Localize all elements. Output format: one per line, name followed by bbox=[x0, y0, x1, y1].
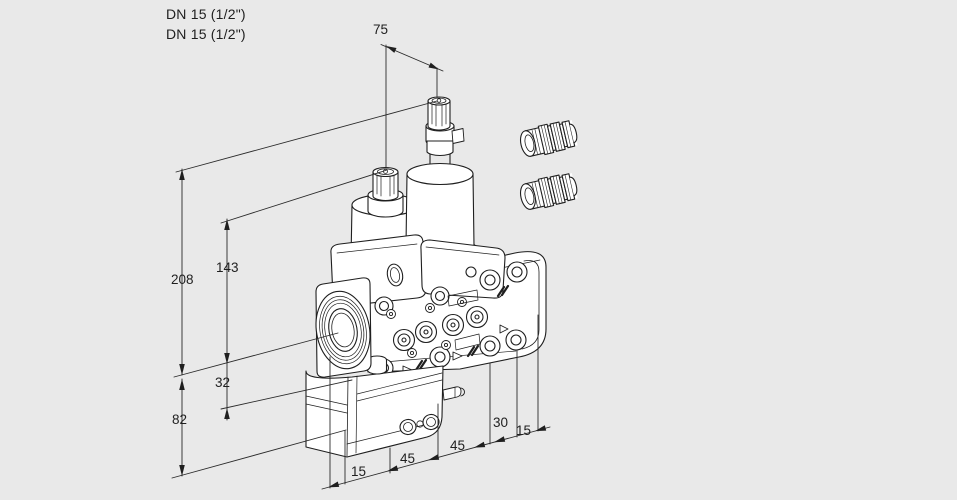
inlet-flange bbox=[310, 278, 376, 377]
dim-30-label: 30 bbox=[493, 415, 509, 430]
dimension-arrowheads bbox=[179, 46, 547, 488]
dim-15-right-label: 15 bbox=[516, 423, 532, 438]
dim-32-label: 32 bbox=[215, 375, 231, 390]
dim-15-left-label: 15 bbox=[351, 464, 367, 479]
cable-gland-top bbox=[518, 120, 578, 159]
valve-seat-screws bbox=[394, 307, 488, 351]
test-points bbox=[387, 290, 481, 358]
dim-75-label: 75 bbox=[373, 22, 389, 37]
dn-label-1: DN 15 (1/2") bbox=[166, 6, 246, 22]
dimension-lines bbox=[172, 45, 550, 490]
dn-label-2: DN 15 (1/2") bbox=[166, 26, 246, 42]
dim-143-label: 143 bbox=[216, 260, 239, 275]
cable-gland-bottom bbox=[518, 173, 578, 212]
lightning-marks bbox=[416, 286, 508, 370]
dim-82-label: 82 bbox=[172, 412, 188, 427]
dim-208-label: 208 bbox=[171, 272, 194, 287]
dim-45-b-label: 45 bbox=[450, 438, 466, 453]
dim-45-a-label: 45 bbox=[400, 451, 416, 466]
